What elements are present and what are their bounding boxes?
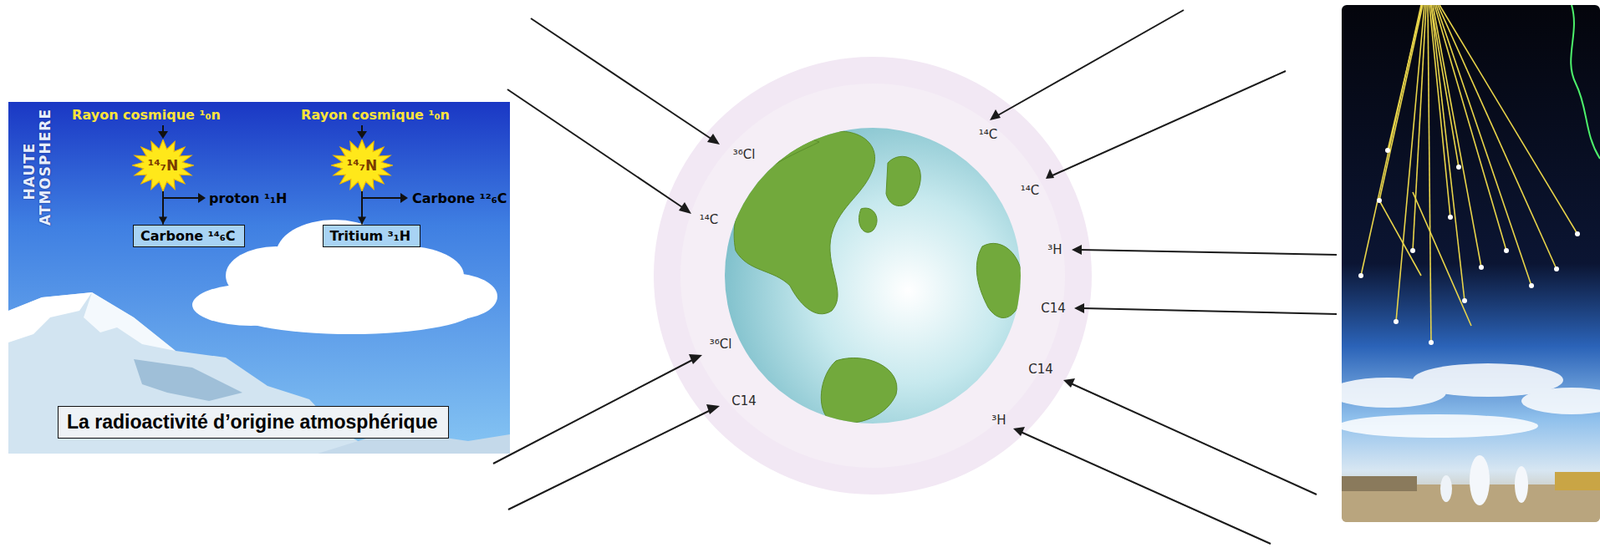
box-text: Carbone ¹⁴₆C (140, 228, 238, 245)
isotope-label: C14 (1040, 300, 1066, 316)
isotope-label: ¹⁴C (699, 212, 719, 228)
atmosphere-halo (653, 56, 1092, 495)
arrowhead (357, 217, 367, 225)
isotope-label: ¹⁴C (1020, 183, 1040, 199)
nucleus-label: ¹⁴₇N (147, 157, 179, 174)
earth-figure (653, 56, 1092, 495)
reaction-label: proton ¹₁H (208, 190, 287, 207)
continents (733, 131, 1024, 424)
isotope-label: ³⁶Cl (733, 147, 756, 163)
mountain-snow (83, 292, 176, 352)
arrowhead (158, 217, 168, 225)
nucleus-star: ¹⁴₇N (132, 139, 194, 192)
product-box: Carbone ¹⁴₆C (132, 224, 245, 248)
region-label: HAUTE ATMOSPHERE (21, 117, 53, 226)
title-box: La radioactivité d’origine atmosphérique (57, 406, 449, 439)
isotope-label: C14 (1028, 361, 1054, 378)
atmosphere-panel (8, 101, 510, 454)
ocean (724, 127, 1021, 424)
isotope-label: C14 (731, 393, 757, 409)
isotope-label: ³H (991, 412, 1006, 429)
product-box: Tritium ³₁H (322, 224, 421, 248)
cloud (1341, 363, 1600, 439)
particle-tracks (1360, 5, 1578, 343)
mountain-snow (8, 292, 92, 343)
particle-track (1570, 5, 1600, 159)
nucleus-label: ¹⁴₇N (346, 157, 378, 174)
reaction-arrows (163, 125, 402, 199)
arrowheads (678, 109, 1085, 437)
nucleus-star: ¹⁴₇N (331, 139, 393, 192)
reaction-arrow (158, 191, 168, 225)
sky (8, 101, 510, 454)
cosmic-shower-photo (1341, 5, 1600, 523)
isotope-label: ³H (1047, 242, 1062, 258)
night-sky (1341, 5, 1600, 523)
atmosphere-halo (680, 83, 1065, 469)
mountain-shade (133, 359, 243, 402)
particle-dots (1358, 147, 1580, 346)
isotope-label: ³⁶Cl (709, 336, 733, 352)
plaza (1341, 455, 1600, 523)
box-text: La radioactivité d’origine atmosphérique (66, 411, 440, 434)
incoming-arrows (493, 10, 1337, 545)
star-shape (132, 139, 194, 192)
star-shape (331, 139, 393, 192)
reaction-arrow (357, 191, 367, 225)
reaction-label: Carbone ¹²₆C (412, 190, 507, 207)
reaction-label: Rayon cosmique ¹₀n (300, 107, 450, 123)
reaction-label: Rayon cosmique ¹₀n (71, 107, 221, 123)
isotope-label: ¹⁴C (978, 127, 999, 143)
box-text: Tritium ³₁H (330, 228, 413, 245)
